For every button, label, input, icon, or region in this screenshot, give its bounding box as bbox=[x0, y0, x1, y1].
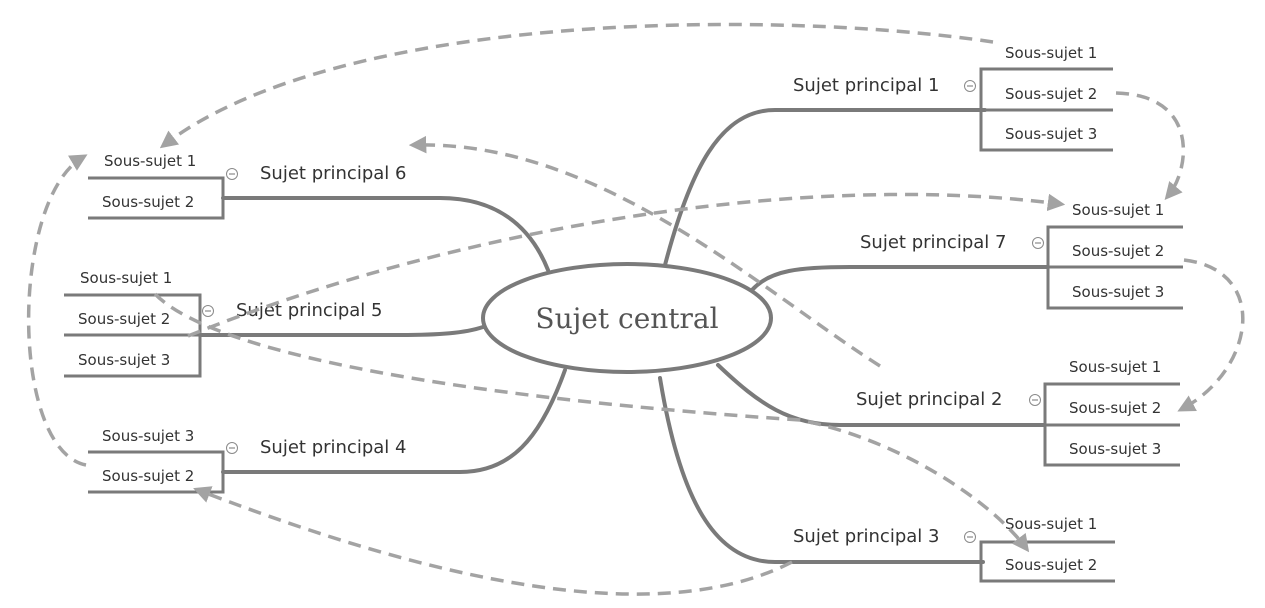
branches bbox=[198, 108, 1050, 564]
subtopic-1-2-label[interactable]: Sous-sujet 2 bbox=[1005, 85, 1097, 103]
bracket-main-7 bbox=[1046, 225, 1183, 310]
subtopic-5-2-label[interactable]: Sous-sujet 2 bbox=[78, 310, 170, 328]
collapse-icon[interactable] bbox=[964, 531, 976, 543]
subtopic-2-3-label[interactable]: Sous-sujet 3 bbox=[1069, 440, 1161, 458]
relationship-arrow[interactable] bbox=[193, 486, 793, 596]
central-topic-node[interactable]: Sujet central bbox=[481, 262, 773, 374]
relationship-arrow[interactable] bbox=[153, 292, 1030, 553]
subtopic-5-3-label[interactable]: Sous-sujet 3 bbox=[78, 351, 170, 369]
subtopic-2-1-label[interactable]: Sous-sujet 1 bbox=[1069, 358, 1161, 376]
subtopic-1-1-label[interactable]: Sous-sujet 1 bbox=[1005, 44, 1097, 62]
central-topic-label: Sujet central bbox=[535, 302, 718, 335]
subtopic-6-2-label[interactable]: Sous-sujet 2 bbox=[102, 193, 194, 211]
main-topic-7-label[interactable]: Sujet principal 7 bbox=[860, 232, 1006, 253]
relationships bbox=[26, 22, 1245, 596]
collapse-icon[interactable] bbox=[202, 305, 214, 317]
relationship-arrow[interactable] bbox=[159, 22, 994, 149]
central-topic-shape bbox=[481, 262, 773, 374]
branch-main-2 bbox=[716, 363, 1047, 427]
subtopic-1-3-label[interactable]: Sous-sujet 3 bbox=[1005, 125, 1097, 143]
relationship-arrow[interactable] bbox=[187, 192, 1066, 338]
bracket-main-5 bbox=[64, 293, 202, 378]
main-topic-6-label[interactable]: Sujet principal 6 bbox=[260, 163, 406, 184]
main-topic-2-label[interactable]: Sujet principal 2 bbox=[856, 389, 1002, 410]
collapse-toggles bbox=[202, 80, 1044, 543]
relationship-arrow[interactable] bbox=[26, 154, 88, 467]
subtopic-7-3-label[interactable]: Sous-sujet 3 bbox=[1072, 283, 1164, 301]
subtopic-7-2-label[interactable]: Sous-sujet 2 bbox=[1072, 242, 1164, 260]
subtopic-labels: Sous-sujet 1 Sous-sujet 2 Sous-sujet 3 S… bbox=[78, 44, 1164, 574]
subtopic-4-2-label[interactable]: Sous-sujet 2 bbox=[102, 467, 194, 485]
subtopic-5-1-label[interactable]: Sous-sujet 1 bbox=[80, 269, 172, 287]
branch-main-6 bbox=[221, 196, 550, 272]
subtopic-brackets bbox=[64, 67, 1183, 583]
bracket-main-2 bbox=[1043, 382, 1180, 467]
branch-main-5 bbox=[198, 325, 485, 337]
subtopic-4-1-label[interactable]: Sous-sujet 3 bbox=[102, 427, 194, 445]
collapse-icon[interactable] bbox=[226, 168, 238, 180]
subtopic-3-2-label[interactable]: Sous-sujet 2 bbox=[1005, 556, 1097, 574]
bracket-main-3 bbox=[979, 540, 1115, 583]
main-topic-1-label[interactable]: Sujet principal 1 bbox=[793, 75, 939, 96]
relationship-arrow[interactable] bbox=[1177, 258, 1245, 412]
bracket-main-6 bbox=[88, 176, 225, 220]
main-topic-4-label[interactable]: Sujet principal 4 bbox=[260, 437, 406, 458]
branch-main-1 bbox=[663, 108, 987, 267]
subtopic-3-1-label[interactable]: Sous-sujet 1 bbox=[1005, 515, 1097, 533]
collapse-icon[interactable] bbox=[1032, 237, 1044, 249]
main-topic-3-label[interactable]: Sujet principal 3 bbox=[793, 526, 939, 547]
relationship-arrow[interactable] bbox=[1115, 91, 1185, 201]
branch-main-7 bbox=[750, 265, 1050, 292]
branch-main-4 bbox=[221, 368, 567, 474]
bracket-main-4 bbox=[88, 450, 225, 494]
collapse-icon[interactable] bbox=[226, 442, 238, 454]
subtopic-2-2-label[interactable]: Sous-sujet 2 bbox=[1069, 399, 1161, 417]
branch-main-3 bbox=[658, 376, 985, 564]
bracket-main-1 bbox=[979, 67, 1113, 152]
collapse-icon[interactable] bbox=[964, 80, 976, 92]
collapse-icon[interactable] bbox=[1029, 394, 1041, 406]
main-topic-labels: Sujet principal 1 Sujet principal 7 Suje… bbox=[236, 75, 1006, 547]
subtopic-7-1-label[interactable]: Sous-sujet 1 bbox=[1072, 201, 1164, 219]
subtopic-6-1-label[interactable]: Sous-sujet 1 bbox=[104, 152, 196, 170]
relationship-arrow[interactable] bbox=[408, 135, 881, 368]
